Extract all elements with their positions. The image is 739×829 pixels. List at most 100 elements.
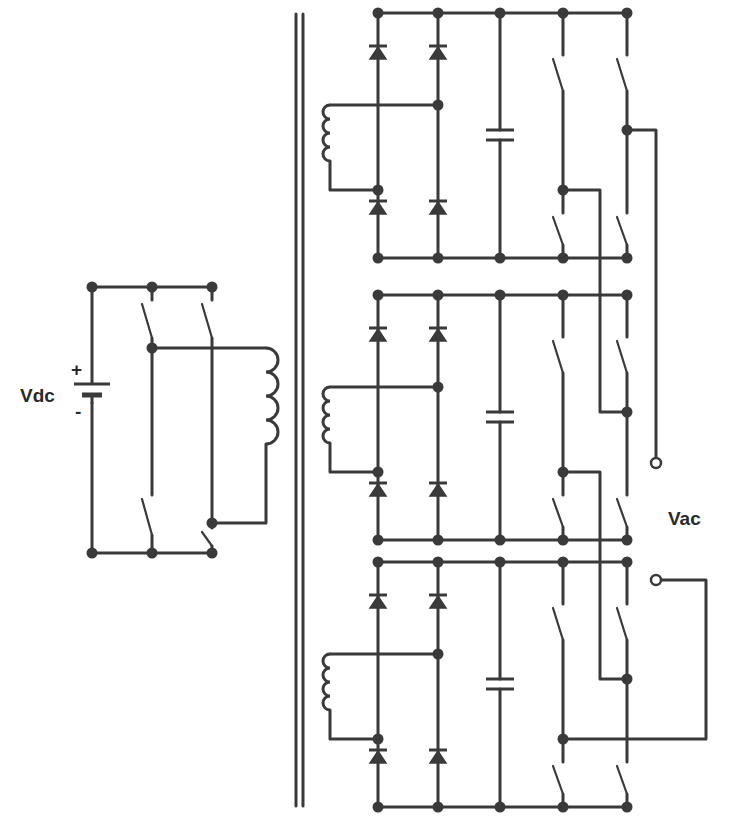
switch-blade	[617, 499, 627, 527]
diode-symbol	[430, 329, 446, 341]
diode-symbol	[370, 47, 386, 59]
wire	[330, 443, 378, 472]
junction-dot	[622, 290, 633, 301]
diode-symbol	[370, 751, 386, 763]
switch-leg	[151, 338, 154, 495]
output-terminal	[651, 575, 661, 585]
junction-dot	[622, 8, 633, 19]
capacitor-lead	[499, 689, 502, 807]
junction-dot	[207, 548, 218, 559]
diode-bar	[369, 45, 387, 48]
switch-leg	[626, 373, 629, 495]
diode-symbol	[430, 596, 446, 608]
primary-winding	[266, 348, 278, 444]
switch-blade	[617, 217, 627, 245]
switch-blade	[617, 766, 627, 794]
junction-dot	[373, 185, 384, 196]
junction-dot	[373, 290, 384, 301]
switch-blade	[617, 341, 627, 373]
diode-bar	[369, 327, 387, 330]
switch-leg	[626, 13, 629, 55]
transformer-core	[295, 14, 298, 806]
wire	[152, 347, 266, 350]
wire	[330, 710, 378, 739]
junction-dot	[495, 557, 506, 568]
wire	[330, 386, 438, 389]
switch-blade	[553, 499, 563, 527]
diode-bar	[429, 45, 447, 48]
wire	[91, 395, 94, 403]
junction-dot	[558, 535, 569, 546]
diode-symbol	[370, 596, 386, 608]
diode-bar	[429, 749, 447, 752]
output-terminal	[651, 458, 661, 468]
diode-bar	[369, 200, 387, 203]
switch-leg	[562, 13, 565, 55]
junction-dot	[558, 253, 569, 264]
junction-dot	[622, 557, 633, 568]
junction-dot	[433, 535, 444, 546]
diode-symbol	[370, 202, 386, 214]
wire	[563, 472, 627, 679]
switch-blade	[553, 217, 563, 245]
switch-blade	[617, 59, 627, 91]
junction-dot	[495, 8, 506, 19]
switch-leg	[626, 91, 629, 213]
junction-dot	[558, 8, 569, 19]
junction-dot	[147, 282, 158, 293]
capacitor-lead	[499, 13, 502, 130]
junction-dot	[558, 802, 569, 813]
voltage-label: Vac	[668, 509, 701, 528]
secondary-winding	[323, 654, 330, 710]
junction-dot	[433, 290, 444, 301]
junction-dot	[433, 8, 444, 19]
secondary-winding	[323, 105, 330, 161]
switch-leg	[626, 640, 629, 762]
diode-symbol	[430, 202, 446, 214]
switch-leg	[562, 562, 565, 604]
wire	[330, 104, 438, 107]
diode-bar	[429, 594, 447, 597]
wire	[627, 130, 656, 458]
diode-bar	[429, 200, 447, 203]
junction-dot	[558, 290, 569, 301]
junction-dot	[495, 802, 506, 813]
diode-bar	[369, 594, 387, 597]
diode-symbol	[430, 751, 446, 763]
switch-blade	[553, 766, 563, 794]
switch-blade	[553, 608, 563, 640]
junction-dot	[373, 467, 384, 478]
wire	[330, 653, 438, 656]
capacitor-lead	[499, 140, 502, 258]
junction-dot	[622, 535, 633, 546]
secondary-winding	[323, 387, 330, 443]
capacitor-plate	[486, 688, 514, 691]
switch-blade	[553, 341, 563, 373]
diode-symbol	[370, 329, 386, 341]
transformer-core	[302, 14, 305, 806]
diode-bar	[429, 327, 447, 330]
junction-dot	[87, 282, 98, 293]
junction-dot	[147, 548, 158, 559]
capacitor-plate	[486, 129, 514, 132]
switch-blade	[553, 59, 563, 91]
junction-dot	[433, 802, 444, 813]
wire	[563, 580, 706, 739]
switch-leg	[562, 295, 565, 337]
junction-dot	[433, 382, 444, 393]
diode-symbol	[370, 484, 386, 496]
junction-dot	[433, 253, 444, 264]
junction-dot	[495, 253, 506, 264]
polarity-sign: +	[71, 360, 82, 379]
wire	[91, 287, 94, 383]
junction-dot	[495, 290, 506, 301]
diode-symbol	[430, 47, 446, 59]
switch-blade	[142, 304, 152, 338]
junction-dot	[373, 253, 384, 264]
junction-dot	[622, 253, 633, 264]
junction-dot	[433, 649, 444, 660]
junction-dot	[373, 557, 384, 568]
switch-blade	[142, 499, 152, 535]
wire	[91, 403, 94, 553]
